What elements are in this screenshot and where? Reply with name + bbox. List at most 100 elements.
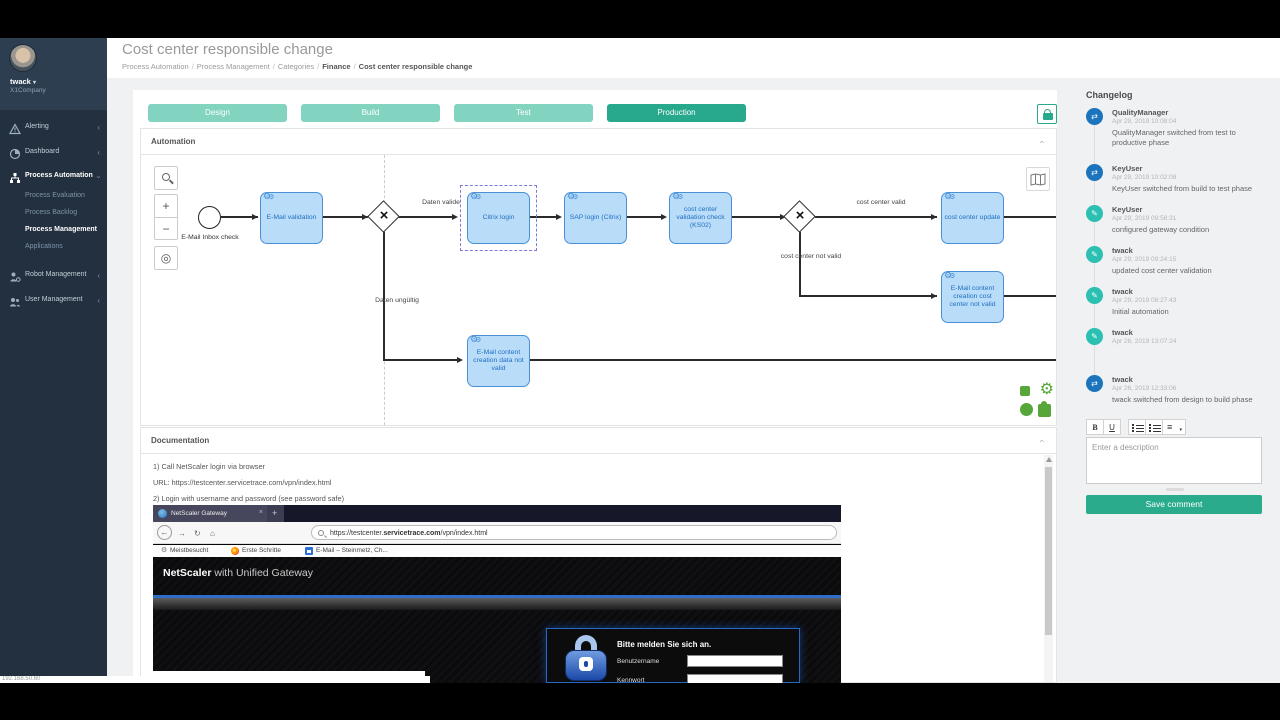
start-event-label: E-Mail Inbox check: [181, 234, 239, 241]
phase-switch-icon: ⇄: [1086, 108, 1103, 125]
flow-edge: [396, 216, 456, 218]
task-cost-center-update[interactable]: ⚙⚙cost center update: [941, 192, 1004, 244]
netscaler-login-panel: Bitte melden Sie sich an. Benutzername K…: [546, 628, 800, 683]
documentation-header[interactable]: Documentation ‹: [141, 428, 1056, 454]
browser-status-bar: 192.168.50.60: [0, 676, 430, 683]
documentation-scrollbar[interactable]: [1044, 455, 1053, 682]
doc-line: URL: https://testcenter.servicetrace.com…: [153, 478, 332, 487]
breadcrumb-item[interactable]: Process Management: [196, 62, 270, 71]
search-tool-button[interactable]: [154, 166, 178, 190]
documentation-content: 1) Call NetScaler login via browser URL:…: [141, 454, 1056, 683]
automation-section: Automation ‹ + − ◎: [140, 128, 1057, 426]
changelog-title: Changelog: [1086, 90, 1133, 100]
home-icon: ⌂: [210, 529, 215, 538]
avatar[interactable]: [9, 44, 37, 72]
browser-nav-bar: ← → ↻ ⌂ https://testcenter.servicetrace.…: [153, 522, 841, 544]
sidebar-item-process-evaluation[interactable]: Process Evaluation: [25, 192, 85, 199]
tab-favicon: [158, 509, 167, 518]
reload-icon: ↻: [194, 529, 201, 538]
users-icon: [9, 295, 21, 307]
sidebar-item-robot-management[interactable]: Robot Management ‹: [0, 269, 107, 284]
automation-header[interactable]: Automation ‹: [141, 129, 1056, 155]
zoom-in-button[interactable]: +: [154, 194, 178, 217]
magnifier-icon: [162, 173, 170, 181]
bold-button[interactable]: B: [1086, 419, 1104, 435]
gears-icon: ⚙⚙: [263, 191, 275, 202]
gears-icon: ⚙⚙: [470, 334, 482, 345]
changelog-panel: Changelog ⇄ QualityManager Apr 29, 2019 …: [1068, 78, 1280, 683]
section-title: Documentation: [151, 436, 210, 445]
mail-icon: [305, 547, 313, 555]
breadcrumb-item[interactable]: Categories: [277, 62, 315, 71]
start-event[interactable]: [198, 206, 221, 229]
underline-button[interactable]: U: [1103, 419, 1121, 435]
flow-edge: [221, 216, 258, 218]
section-title: Automation: [151, 137, 196, 146]
caret-down-icon: ▾: [1179, 427, 1182, 433]
bookmarks-bar: ⚙ Meistbesucht Erste Schritte E-Mail – S…: [153, 545, 841, 557]
phase-switch-icon: ⇄: [1086, 375, 1103, 392]
comment-input[interactable]: [1086, 437, 1262, 484]
lock-icon: [1044, 109, 1051, 115]
gears-icon: ⚙⚙: [944, 270, 956, 281]
sidebar-item-dashboard[interactable]: Dashboard ‹: [0, 146, 107, 161]
breadcrumb-item[interactable]: Finance: [322, 62, 351, 71]
phase-tab-production[interactable]: Production: [607, 104, 746, 122]
password-input: [687, 674, 783, 683]
numbered-list-button[interactable]: [1145, 419, 1163, 435]
map-icon: [1030, 173, 1046, 186]
collapse-icon[interactable]: ‹: [1037, 439, 1048, 443]
company-name: X1Company: [10, 87, 46, 94]
scrollbar-thumb[interactable]: [1045, 467, 1052, 635]
task-sap-login[interactable]: ⚙⚙SAP login (Citrix): [564, 192, 627, 244]
robot-icon: [9, 270, 21, 282]
sidebar-item-user-management[interactable]: User Management ‹: [0, 294, 107, 309]
flow-edge: [627, 216, 665, 218]
edge-label: cost center not valid: [780, 253, 842, 260]
breadcrumb-item[interactable]: Process Automation: [122, 62, 189, 71]
lock-button[interactable]: [1037, 104, 1057, 124]
save-comment-button[interactable]: Save comment: [1086, 495, 1262, 514]
firefox-icon: [231, 547, 239, 555]
gear-icon: ⚙: [1039, 381, 1054, 398]
sidebar-item-process-management[interactable]: Process Management: [25, 226, 97, 233]
task-email-content-cost-center-not-valid[interactable]: ⚙⚙E-Mail content creation cost center no…: [941, 271, 1004, 323]
main-card: Design Build Test Production Automation …: [133, 90, 1057, 683]
tab-close-icon: ×: [258, 509, 263, 516]
netscaler-brand: NetScaler with Unified Gateway: [163, 567, 313, 579]
lock-icon: [565, 635, 607, 681]
phase-switch-icon: ⇄: [1086, 164, 1103, 181]
edit-icon: ✎: [1086, 287, 1103, 304]
chevron-icon: ‹: [97, 148, 100, 157]
align-button[interactable]: ≡▾: [1162, 419, 1186, 435]
sidebar-item-alerting[interactable]: Alerting ‹: [0, 121, 107, 136]
phase-tab-design[interactable]: Design: [148, 104, 287, 122]
resize-handle[interactable]: [1166, 488, 1184, 491]
align-icon: ≡: [1167, 422, 1173, 432]
phase-tab-build[interactable]: Build: [301, 104, 440, 122]
chevron-icon: ‹: [97, 271, 100, 280]
zoom-out-button[interactable]: −: [154, 217, 178, 240]
collapse-icon[interactable]: ‹: [1037, 140, 1048, 144]
minimap-button[interactable]: [1026, 167, 1050, 191]
reset-view-button[interactable]: ◎: [154, 246, 178, 270]
sidebar-item-process-backlog[interactable]: Process Backlog: [25, 209, 78, 216]
phase-tab-test[interactable]: Test: [454, 104, 593, 122]
task-cost-center-validation-check[interactable]: ⚙⚙cost center validation check (KS02): [669, 192, 732, 244]
bpmn-canvas[interactable]: + − ◎ Daten valide Dat: [141, 155, 1056, 425]
bullet-list-button[interactable]: [1128, 419, 1146, 435]
embedded-browser-screenshot: NetScaler Gateway × + ← → ↻ ⌂ https://te…: [153, 505, 841, 683]
task-citrix-login[interactable]: ⚙⚙Citrix login: [467, 192, 530, 244]
gear-icon: ⚙: [161, 547, 168, 554]
sidebar-item-process-automation[interactable]: Process Automation ‹: [0, 170, 107, 185]
gears-icon: ⚙⚙: [470, 191, 482, 202]
task-email-content-data-not-valid[interactable]: ⚙⚙E-Mail content creation data not valid: [467, 335, 530, 387]
warning-triangle-icon: [8, 122, 22, 135]
scroll-up-arrow[interactable]: [1045, 457, 1052, 462]
url-text: https://testcenter.servicetrace.com/vpn/…: [330, 529, 488, 537]
task-email-validation[interactable]: ⚙⚙E-Mail validation: [260, 192, 323, 244]
flow-edge: [383, 232, 385, 360]
user-menu[interactable]: twack ▾: [10, 77, 36, 86]
flow-edge: [1004, 216, 1056, 218]
sidebar-item-applications[interactable]: Applications: [25, 243, 63, 250]
